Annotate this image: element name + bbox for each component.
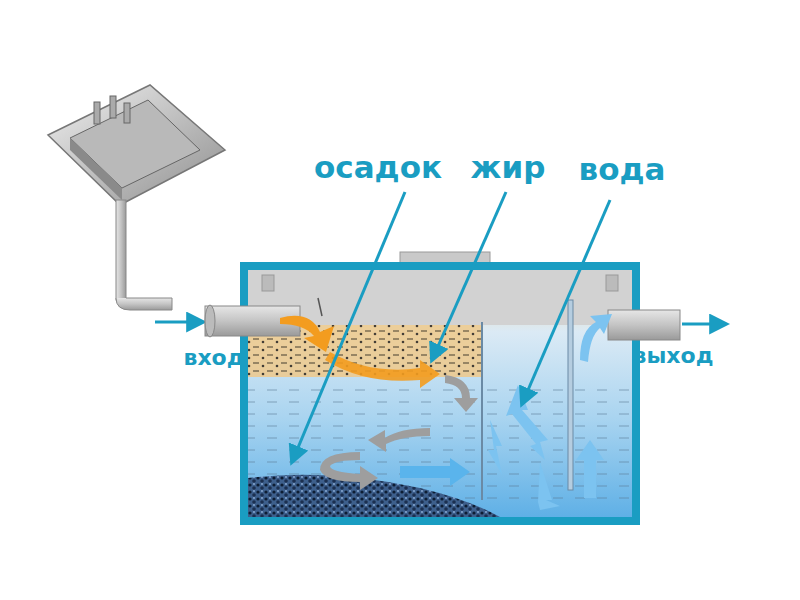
outlet-arrow — [682, 323, 726, 326]
tank — [240, 252, 640, 525]
inlet-arrow — [155, 321, 203, 324]
sediment-label: осадок — [314, 150, 442, 184]
flow-arrows — [280, 314, 612, 510]
leader-arrows — [292, 192, 610, 462]
outlet-label: выход — [633, 344, 714, 368]
sink — [48, 85, 225, 310]
inlet-label: вход — [184, 346, 245, 370]
fat-label: жир — [471, 150, 546, 184]
water-label: вода — [579, 152, 666, 186]
outlet-pipe — [608, 310, 680, 340]
